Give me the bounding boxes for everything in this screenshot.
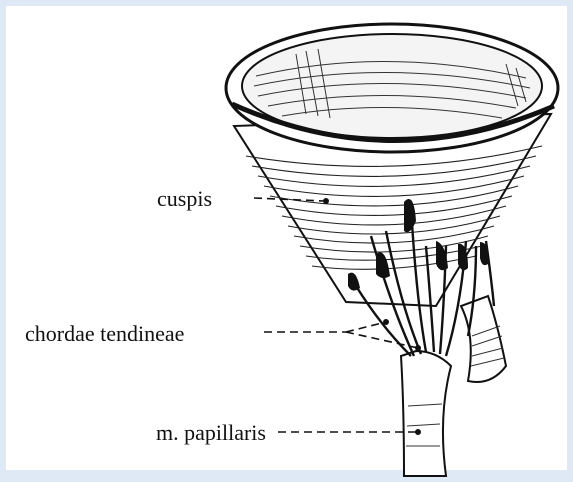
papillaris-dot bbox=[415, 429, 421, 435]
papillary-muscle bbox=[401, 351, 451, 476]
label-cuspis: cuspis bbox=[157, 188, 212, 210]
cuspis-dot bbox=[323, 198, 329, 204]
heart-valve-illustration bbox=[6, 6, 573, 482]
label-chordae-tendineae: chordae tendineae bbox=[25, 323, 184, 345]
label-papillary-muscle: m. papillaris bbox=[156, 422, 266, 444]
right-muscle-column bbox=[461, 296, 506, 382]
